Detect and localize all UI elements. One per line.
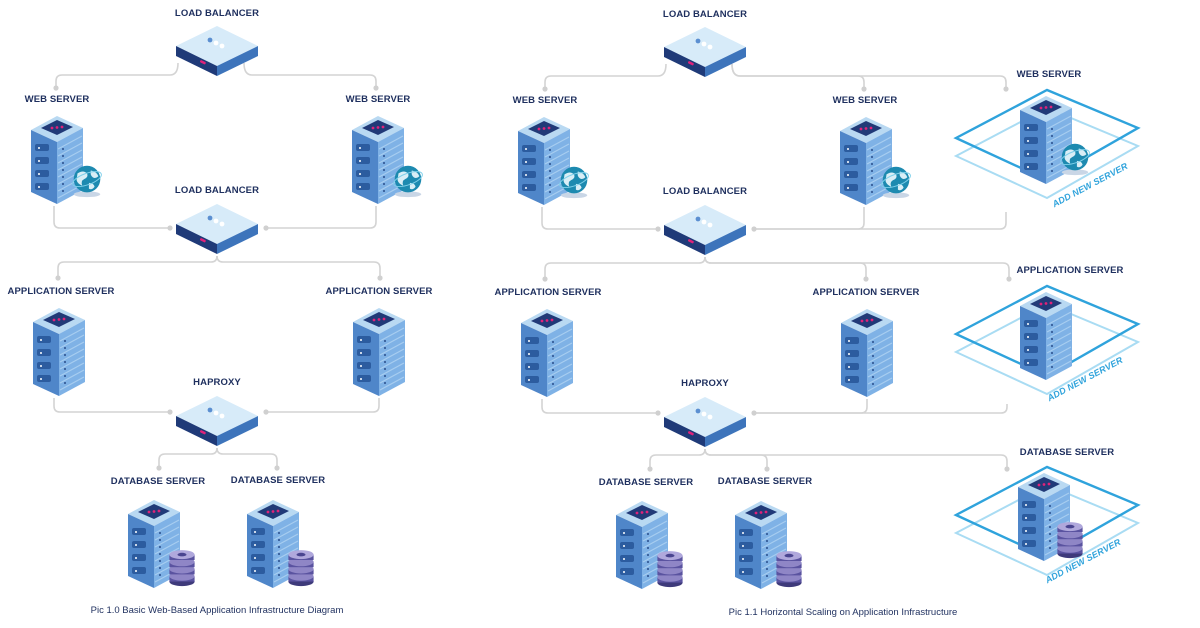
connector-line — [544, 256, 706, 279]
haproxy-load-balancer-icon[interactable] — [172, 390, 262, 450]
node-label-web-server-new: WEB SERVER — [1016, 69, 1082, 80]
node-label-db-server-right: DATABASE SERVER — [717, 476, 813, 487]
connector-line — [541, 399, 658, 414]
database-icon — [652, 549, 688, 591]
node-label-db-server-new: DATABASE SERVER — [1019, 447, 1115, 458]
connector-line — [754, 404, 1008, 414]
connector-line — [649, 448, 706, 469]
connector-line — [704, 256, 1010, 279]
connector-dot — [1003, 86, 1009, 92]
connector-dot — [655, 410, 661, 416]
connector-line — [704, 448, 768, 469]
diagram-caption: Pic 1.0 Basic Web-Based Application Infr… — [90, 605, 344, 616]
database-icon — [283, 548, 319, 590]
connector-dot — [1006, 276, 1012, 282]
connector-dot — [647, 466, 653, 472]
connector-dot — [751, 410, 757, 416]
connector-dot — [751, 226, 757, 232]
connector-dot — [1004, 466, 1010, 472]
database-icon — [771, 549, 807, 591]
node-label-app-server-right: APPLICATION SERVER — [812, 287, 920, 298]
connector-dot — [263, 225, 269, 231]
connector-line — [216, 447, 278, 468]
node-label-load-balancer-top: LOAD BALANCER — [174, 8, 260, 19]
connector-dot — [263, 409, 269, 415]
node-label-web-server-right: WEB SERVER — [345, 94, 411, 105]
connector-line — [53, 398, 170, 413]
connector-line — [53, 206, 170, 229]
connector-line — [704, 448, 1008, 469]
node-label-db-server-left: DATABASE SERVER — [110, 476, 206, 487]
node-label-haproxy: HAPROXY — [681, 378, 729, 389]
connector-dot — [156, 465, 162, 471]
connector-dot — [377, 275, 383, 281]
globe-icon — [877, 163, 915, 201]
connector-line — [754, 207, 865, 230]
node-label-load-balancer-mid: LOAD BALANCER — [174, 185, 260, 196]
connector-dot — [655, 226, 661, 232]
haproxy-load-balancer-icon[interactable] — [660, 391, 750, 451]
database-icon — [164, 548, 200, 590]
connector-dot — [861, 86, 867, 92]
connector-dot — [542, 276, 548, 282]
globe-icon — [555, 163, 593, 201]
connector-dot — [373, 85, 379, 91]
server-rack-icon[interactable] — [515, 301, 579, 401]
node-label-db-server-left: DATABASE SERVER — [598, 477, 694, 488]
node-label-db-server-right: DATABASE SERVER — [230, 475, 326, 486]
connector-dot — [274, 465, 280, 471]
connector-line — [266, 206, 377, 229]
node-label-load-balancer-mid: LOAD BALANCER — [662, 186, 748, 197]
connector-dot — [542, 86, 548, 92]
connector-line — [754, 399, 868, 414]
node-label-haproxy: HAPROXY — [193, 377, 241, 388]
connector-line — [216, 255, 381, 278]
server-rack-icon[interactable] — [1014, 284, 1078, 384]
connector-line — [541, 207, 658, 230]
load-balancer-icon[interactable] — [660, 199, 750, 259]
server-rack-icon[interactable] — [835, 301, 899, 401]
server-rack-icon[interactable] — [347, 300, 411, 400]
connector-line — [754, 212, 1007, 230]
node-label-app-server-left: APPLICATION SERVER — [7, 286, 115, 297]
connector-line — [57, 255, 218, 278]
connector-dot — [167, 225, 173, 231]
connector-dot — [863, 276, 869, 282]
load-balancer-icon[interactable] — [660, 21, 750, 81]
node-label-app-server-left: APPLICATION SERVER — [494, 287, 602, 298]
node-label-app-server-new: APPLICATION SERVER — [1016, 265, 1124, 276]
connector-line — [158, 447, 218, 468]
connector-dot — [53, 85, 59, 91]
connector-dot — [764, 466, 770, 472]
connector-line — [704, 256, 867, 279]
diagram-caption: Pic 1.1 Horizontal Scaling on Applicatio… — [728, 607, 958, 618]
globe-icon — [389, 162, 427, 200]
node-label-web-server-left: WEB SERVER — [512, 95, 578, 106]
connector-line — [266, 398, 380, 413]
load-balancer-icon[interactable] — [172, 198, 262, 258]
connector-line — [55, 62, 179, 88]
load-balancer-icon[interactable] — [172, 20, 262, 80]
connector-line — [544, 63, 667, 89]
connector-line — [243, 62, 377, 88]
node-label-web-server-left: WEB SERVER — [24, 94, 90, 105]
connector-dot — [167, 409, 173, 415]
server-rack-icon[interactable] — [27, 300, 91, 400]
node-label-app-server-right: APPLICATION SERVER — [325, 286, 433, 297]
globe-icon — [1056, 140, 1094, 178]
connector-line — [731, 63, 1007, 89]
node-label-web-server-right: WEB SERVER — [832, 95, 898, 106]
node-label-load-balancer-top: LOAD BALANCER — [662, 9, 748, 20]
globe-icon — [68, 162, 106, 200]
connector-dot — [55, 275, 61, 281]
